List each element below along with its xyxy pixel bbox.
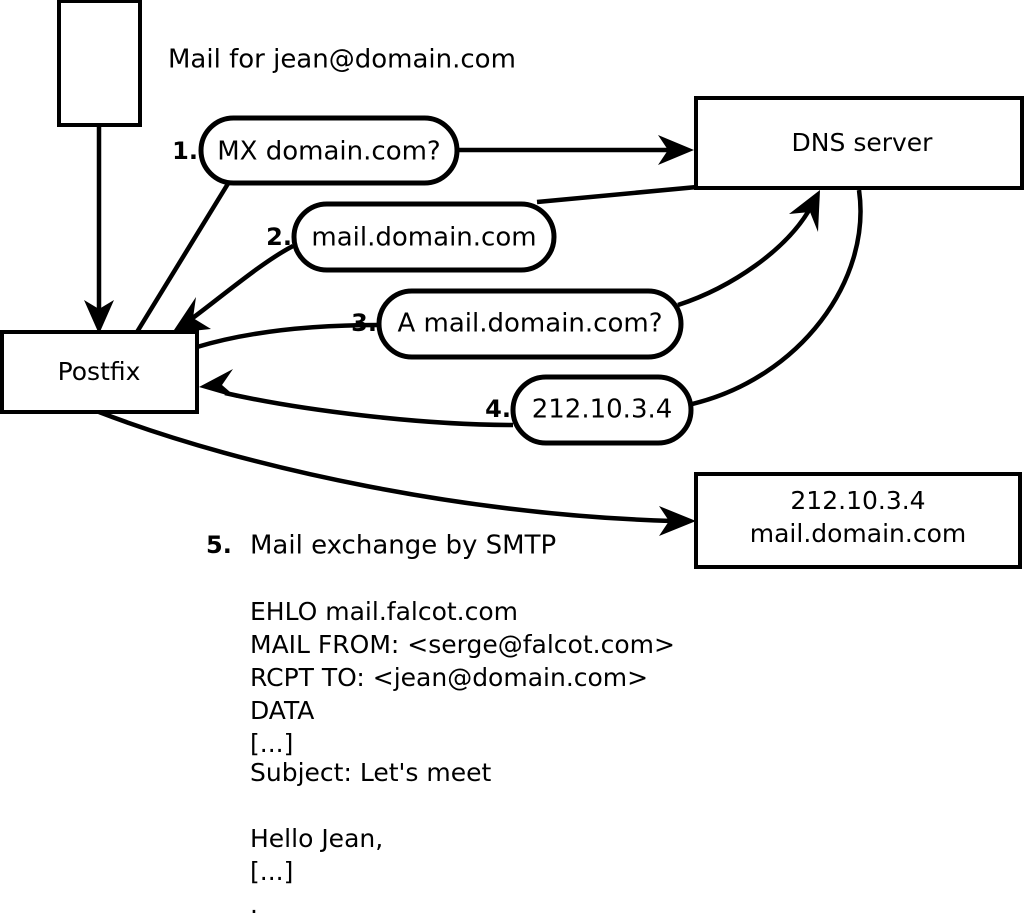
step-2-bubble: mail.domain.com [291, 201, 557, 273]
connector-step2-tail-to-dns [536, 184, 698, 205]
node-dns-server: DNS server [694, 96, 1024, 190]
step-4-label: 212.10.3.4 [532, 395, 673, 425]
node-postfix-label: Postfix [58, 357, 141, 386]
step-3-label: A mail.domain.com? [398, 309, 663, 339]
connector-step2-to-postfix [172, 244, 295, 333]
node-mail-server-hostname: mail.domain.com [750, 519, 966, 548]
step-3-number: 3. [351, 309, 377, 337]
node-postfix: Postfix [0, 330, 199, 414]
step-2-label: mail.domain.com [311, 223, 536, 253]
connector-step3-to-dns [677, 190, 820, 308]
connector-postfix-to-mailserver [98, 409, 696, 536]
connector-client-to-postfix [84, 125, 114, 334]
smtp-transcript: EHLO mail.falcot.com MAIL FROM: <serge@f… [250, 597, 675, 919]
transcript-line: [...] [250, 729, 293, 758]
step-1-bubble: MX domain.com? [198, 115, 460, 186]
transcript-line: DATA [250, 696, 314, 725]
connector-dns-to-step4 [691, 189, 863, 407]
step-5-label: Mail exchange by SMTP [250, 531, 556, 561]
step-2-number: 2. [266, 223, 292, 251]
transcript-line: EHLO mail.falcot.com [250, 597, 518, 626]
connector-postfix-to-step3 [196, 322, 380, 350]
step-4-bubble: 212.10.3.4 [510, 374, 694, 446]
node-dns-server-label: DNS server [792, 128, 934, 157]
connector-step4-to-postfix [199, 369, 514, 428]
node-mail-server-ip: 212.10.3.4 [790, 486, 925, 515]
transcript-line: RCPT TO: <jean@domain.com> [250, 663, 648, 692]
step-1-label: MX domain.com? [217, 137, 440, 167]
transcript-line: . [250, 890, 258, 919]
transcript-line: [...] [250, 857, 293, 886]
transcript-line: Subject: Let's meet [250, 758, 491, 787]
connector-step1-tail-to-postfix [135, 180, 231, 334]
step-5-number: 5. [206, 531, 232, 559]
transcript-line: MAIL FROM: <serge@falcot.com> [250, 630, 675, 659]
connector-step1-to-dns [458, 135, 694, 165]
step-4-number: 4. [485, 395, 511, 423]
caption-mail-for: Mail for jean@domain.com [168, 45, 516, 75]
step-1-number: 1. [172, 137, 198, 165]
node-mail-server: 212.10.3.4 mail.domain.com [694, 472, 1022, 569]
node-client-box [57, 0, 142, 127]
step-3-bubble: A mail.domain.com? [376, 288, 684, 360]
transcript-line: Hello Jean, [250, 824, 383, 853]
